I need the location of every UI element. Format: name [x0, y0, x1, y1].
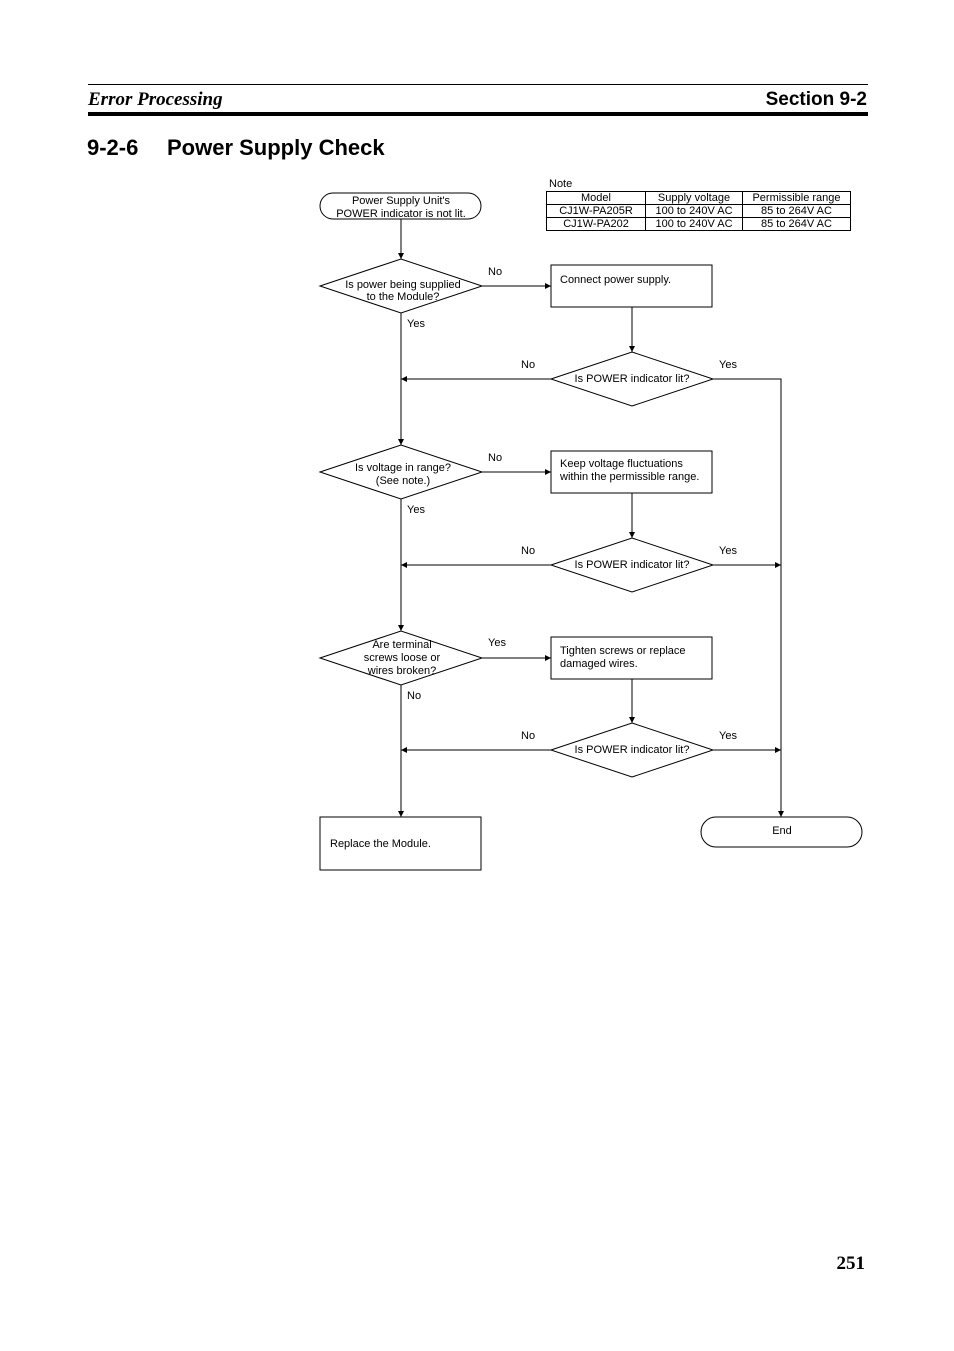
branch-label-no: No	[521, 545, 535, 557]
branch-label-no: No	[488, 266, 502, 278]
decision-text: wires broken?	[367, 665, 436, 677]
decision-text: to the Module?	[367, 291, 440, 303]
process-text: damaged wires.	[560, 658, 638, 670]
branch-label-yes: Yes	[407, 318, 425, 330]
branch-label-yes: Yes	[407, 504, 425, 516]
branch-label-yes: Yes	[719, 730, 737, 742]
decision-text: (See note.)	[376, 475, 430, 487]
page-number: 251	[836, 1253, 866, 1274]
branch-label-yes: Yes	[719, 545, 737, 557]
table-cell: CJ1W-PA202	[546, 217, 646, 231]
table-cell: 85 to 264V AC	[742, 204, 851, 218]
process-connect	[550, 264, 713, 308]
process-replace	[319, 816, 482, 871]
table-row: CJ1W-PA202 100 to 240V AC 85 to 264V AC	[546, 217, 851, 231]
process-tighten	[550, 636, 713, 680]
connector	[713, 378, 784, 817]
decision-text: Is POWER indicator lit?	[575, 373, 690, 385]
header-rule-bottom	[88, 112, 868, 116]
decision-text: screws loose or	[364, 652, 441, 664]
note-col-supply: Supply voltage	[645, 191, 743, 205]
decision-text: Are terminal	[372, 639, 431, 651]
header-chapter-title: Error Processing	[88, 89, 223, 110]
branch-label-no: No	[407, 690, 421, 702]
decision-text: Is voltage in range?	[355, 462, 451, 474]
start-text: POWER indicator is not lit.	[336, 208, 466, 220]
decision-text: Is POWER indicator lit?	[575, 744, 690, 756]
process-text: Connect power supply.	[560, 274, 671, 286]
branch-label-no: No	[488, 452, 502, 464]
branch-label-no: No	[521, 730, 535, 742]
header-rule-top	[88, 84, 868, 85]
start-text: Power Supply Unit's	[352, 195, 451, 207]
end-text: End	[772, 825, 792, 837]
branch-label-no: No	[521, 359, 535, 371]
process-text: Keep voltage fluctuations	[560, 458, 683, 470]
header-section-label: Section 9-2	[765, 89, 867, 110]
note-label: Note	[549, 178, 573, 190]
decision-text: Is power being supplied	[345, 279, 461, 291]
decision-text: Is POWER indicator lit?	[575, 559, 690, 571]
branch-label-yes: Yes	[488, 637, 506, 649]
table-row: CJ1W-PA205R 100 to 240V AC 85 to 264V AC	[546, 204, 851, 218]
section-title: Power Supply Check	[167, 135, 385, 160]
process-text: Replace the Module.	[330, 838, 431, 850]
process-text: within the permissible range.	[559, 471, 699, 483]
table-cell: 85 to 264V AC	[742, 217, 851, 231]
branch-label-yes: Yes	[719, 359, 737, 371]
note-table: Model Supply voltage Permissible range C…	[546, 191, 851, 231]
process-text: Tighten screws or replace	[560, 645, 686, 657]
table-cell: 100 to 240V AC	[645, 204, 743, 218]
section-number: 9-2-6	[87, 135, 139, 160]
